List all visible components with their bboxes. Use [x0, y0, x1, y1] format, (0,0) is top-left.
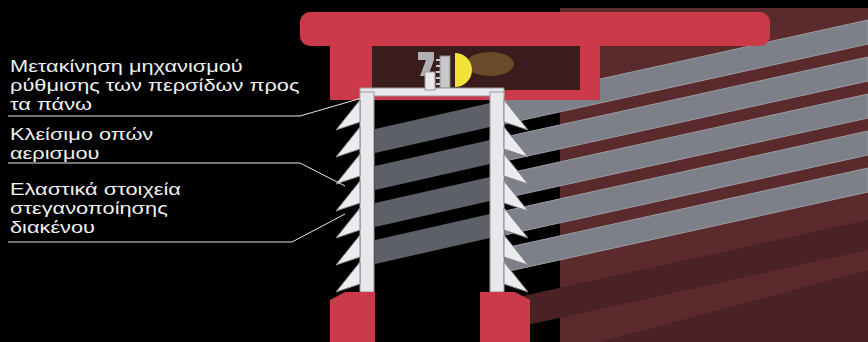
seal-flap [336, 235, 360, 265]
seal-flap [504, 208, 528, 238]
seal-flap [504, 181, 528, 211]
gear-rack [440, 56, 450, 88]
mechanism-cavity [372, 46, 580, 90]
rail-left [360, 92, 374, 292]
seal-flap [336, 262, 360, 292]
seal-flap [336, 127, 360, 157]
base-pillar [480, 292, 530, 342]
cap-block [330, 40, 600, 100]
seal-flap [504, 154, 528, 184]
seal-flap [336, 154, 360, 184]
rail-right [490, 92, 504, 292]
base-pillar [330, 292, 375, 342]
callout-label: Κλείσιμο οπών αερισμου [10, 125, 202, 163]
drive-part [466, 52, 514, 76]
callout-label: Ελαστικά στοιχεία στεγανοποίησης διακένο… [10, 180, 253, 237]
seal-flap [504, 127, 528, 157]
gear-teeth [436, 60, 440, 84]
seal-flap [504, 235, 528, 265]
seal-flap [504, 262, 528, 292]
cam-wheel [455, 53, 472, 87]
rail-stub [425, 72, 435, 90]
seal-flap [336, 181, 360, 211]
louver-slat [505, 168, 868, 272]
callout-label: Μετακίνηση μηχανισμού ρύθμισης των περσί… [10, 57, 311, 114]
seal-flap [504, 100, 528, 130]
seal-flaps [336, 100, 528, 292]
louver-slats [375, 20, 868, 272]
seal-flap [336, 208, 360, 238]
louver-slat [375, 214, 490, 264]
